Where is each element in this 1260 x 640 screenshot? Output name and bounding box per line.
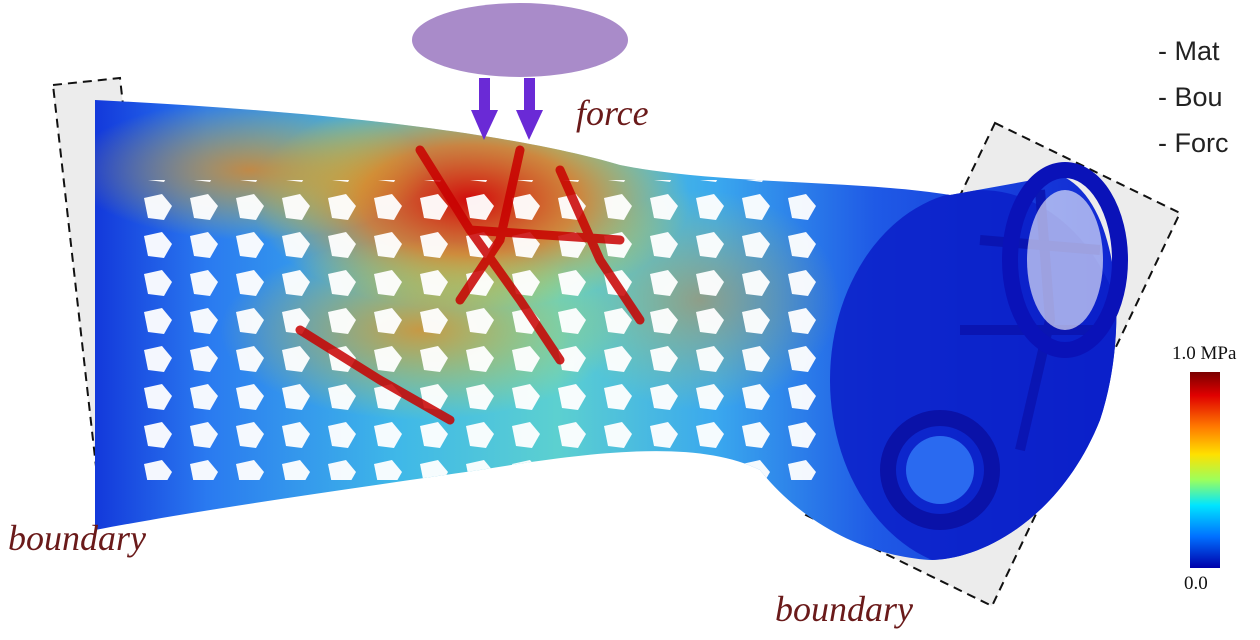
boundary-label-right: boundary	[775, 588, 913, 630]
boundary-label-left: boundary	[8, 517, 146, 559]
legend-item: - Bou	[1158, 82, 1223, 113]
legend-item: - Mat	[1158, 36, 1220, 67]
force-arrow-icon	[471, 78, 498, 140]
colorbar-max-label: 1.0 MPa	[1172, 343, 1236, 365]
force-label: force	[576, 92, 649, 134]
force-arrow-icon	[516, 78, 543, 140]
colorbar-min-label: 0.0	[1184, 573, 1208, 595]
colorbar	[1190, 372, 1220, 568]
legend-item: - Forc	[1158, 128, 1229, 159]
load-ellipse	[412, 3, 628, 77]
